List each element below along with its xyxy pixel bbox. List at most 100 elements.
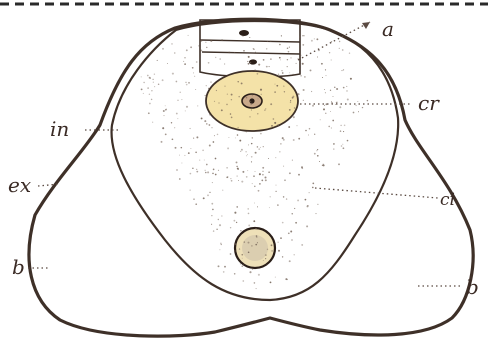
stipple-dot — [285, 278, 287, 280]
stipple-dot — [266, 66, 268, 68]
stipple-dot — [162, 127, 164, 129]
stipple-dot — [224, 266, 226, 268]
stipple-dot — [254, 93, 255, 94]
stipple-dot — [312, 105, 314, 107]
stipple-dot — [206, 47, 207, 48]
stipple-dot — [316, 213, 317, 214]
stipple-dot — [209, 145, 211, 147]
stipple-dot — [204, 120, 206, 122]
stipple-dot — [143, 82, 144, 83]
stipple-dot — [301, 167, 303, 169]
stipple-dot — [346, 86, 347, 87]
stipple-dot — [339, 106, 341, 108]
stipple-dot — [184, 57, 185, 58]
stipple-dot — [283, 166, 284, 167]
stipple-dot — [264, 109, 265, 110]
stipple-dot — [209, 124, 211, 126]
stipple-dot — [165, 105, 166, 106]
stipple-dot — [297, 199, 299, 201]
stipple-dot — [149, 103, 151, 105]
label-in: in — [50, 117, 69, 141]
stipple-dot — [325, 92, 326, 93]
stipple-dot — [257, 73, 259, 75]
stipple-dot — [163, 110, 165, 112]
stipple-dot — [341, 145, 343, 147]
stipple-dot — [279, 44, 281, 46]
stipple-dot — [282, 222, 284, 224]
stipple-dot — [340, 130, 342, 132]
stipple-dot — [221, 244, 222, 245]
stipple-dot — [242, 171, 244, 173]
stipple-dot — [274, 91, 276, 93]
stipple-dot — [294, 107, 295, 108]
stipple-dot — [290, 231, 292, 233]
stipple-dot — [213, 141, 215, 143]
stipple-dot — [237, 168, 239, 170]
stipple-dot — [152, 122, 153, 123]
stipple-dot — [222, 190, 223, 191]
stipple-dot — [205, 170, 206, 171]
stipple-dot — [298, 138, 300, 140]
stipple-dot — [314, 134, 315, 135]
stipple-dot — [179, 178, 181, 180]
stipple-dot — [254, 203, 255, 204]
stipple-dot — [247, 61, 248, 62]
stipple-dot — [291, 239, 293, 241]
stipple-dot — [303, 100, 304, 101]
stipple-dot — [176, 169, 178, 171]
stipple-dot — [248, 63, 250, 65]
stipple-dot — [265, 179, 267, 181]
stipple-dot — [179, 155, 180, 156]
stipple-dot — [254, 171, 255, 172]
stipple-dot — [224, 64, 225, 65]
leader-line-a — [298, 22, 370, 60]
stipple-dot — [283, 196, 285, 198]
stipple-dot — [255, 228, 257, 230]
stipple-dot — [274, 122, 276, 124]
stipple-dot — [189, 128, 190, 129]
stipple-dot — [251, 143, 252, 144]
stipple-dot — [247, 154, 248, 155]
stipple-dot — [149, 77, 151, 79]
stipple-dot — [336, 88, 338, 90]
stipple-dot — [270, 282, 272, 284]
stipple-dot — [171, 122, 172, 123]
stipple-dot — [220, 243, 221, 244]
stipple-dot — [236, 206, 238, 208]
stipple-dot — [300, 55, 302, 57]
stipple-dot — [186, 49, 188, 51]
stipple-dot — [226, 104, 228, 106]
stipple-dot — [346, 90, 347, 91]
stipple-dot — [176, 81, 178, 83]
stipple-dot — [227, 147, 229, 149]
stipple-dot — [245, 151, 246, 152]
stipple-dot — [258, 148, 260, 150]
stipple-dot — [283, 139, 285, 141]
stipple-dot — [339, 41, 340, 42]
stipple-dot — [289, 172, 291, 174]
stipple-dot — [293, 139, 295, 141]
stipple-dot — [302, 63, 304, 65]
stipple-dot — [207, 194, 209, 196]
stipple-dot — [343, 147, 345, 149]
stipple-dot — [317, 57, 318, 58]
stipple-dot — [162, 48, 164, 50]
stipple-dot — [194, 76, 195, 77]
stipple-dot — [320, 119, 321, 120]
stipple-dot — [324, 105, 325, 106]
stipple-dot — [205, 42, 206, 43]
stipple-dot — [288, 51, 290, 53]
stipple-dot — [190, 148, 191, 149]
stipple-dot — [196, 169, 197, 170]
stipple-dot — [353, 112, 355, 114]
stipple-dot — [206, 85, 207, 86]
stipple-dot — [262, 174, 264, 176]
stipple-dot — [147, 75, 149, 77]
stipple-dot — [147, 87, 148, 88]
stipple-dot — [195, 203, 197, 205]
stipple-dot — [281, 70, 282, 71]
stipple-dot — [193, 72, 194, 73]
stipple-dot — [157, 60, 158, 61]
stipple-dot — [332, 120, 334, 122]
stipple-dot — [283, 85, 285, 87]
